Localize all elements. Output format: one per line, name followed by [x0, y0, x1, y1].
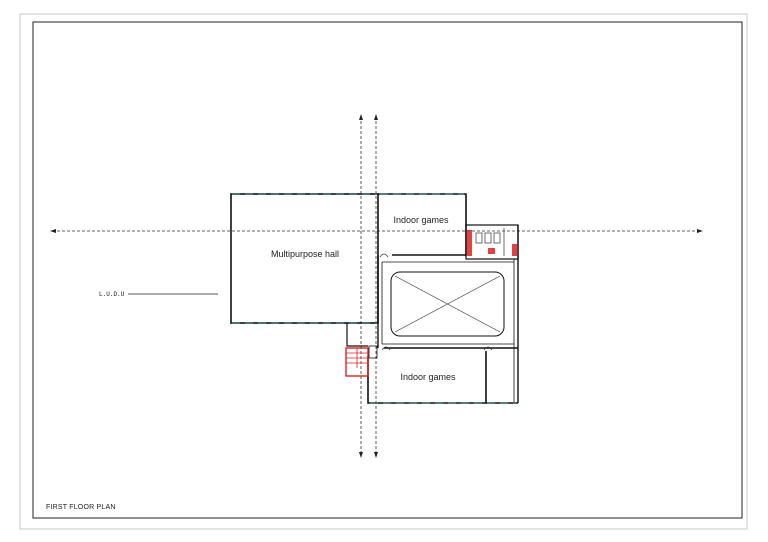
- open-void: [390, 271, 505, 337]
- section-line-horizontal: [50, 229, 703, 233]
- scale-marker: L.U.D.U: [99, 291, 218, 298]
- indoor-games-bottom-room: [367, 346, 518, 404]
- court-wing-walls: [377, 225, 519, 403]
- inner-border: [32, 21, 743, 519]
- indoor-games-top-label: Indoor games: [393, 215, 449, 225]
- section-line-vertical-right: [374, 114, 378, 458]
- multipurpose-hall-label: Multipurpose hall: [271, 249, 339, 259]
- outer-border: [19, 13, 748, 530]
- toilet-block: [465, 224, 519, 260]
- drawing-title: FIRST FLOOR PLAN: [46, 504, 116, 511]
- staircase: [345, 323, 378, 377]
- scale-marker-label: L.U.D.U: [99, 291, 125, 298]
- indoor-games-bottom-label: Indoor games: [400, 372, 456, 382]
- indoor-games-top-room: [378, 193, 467, 258]
- section-line-vertical-left: [359, 114, 363, 458]
